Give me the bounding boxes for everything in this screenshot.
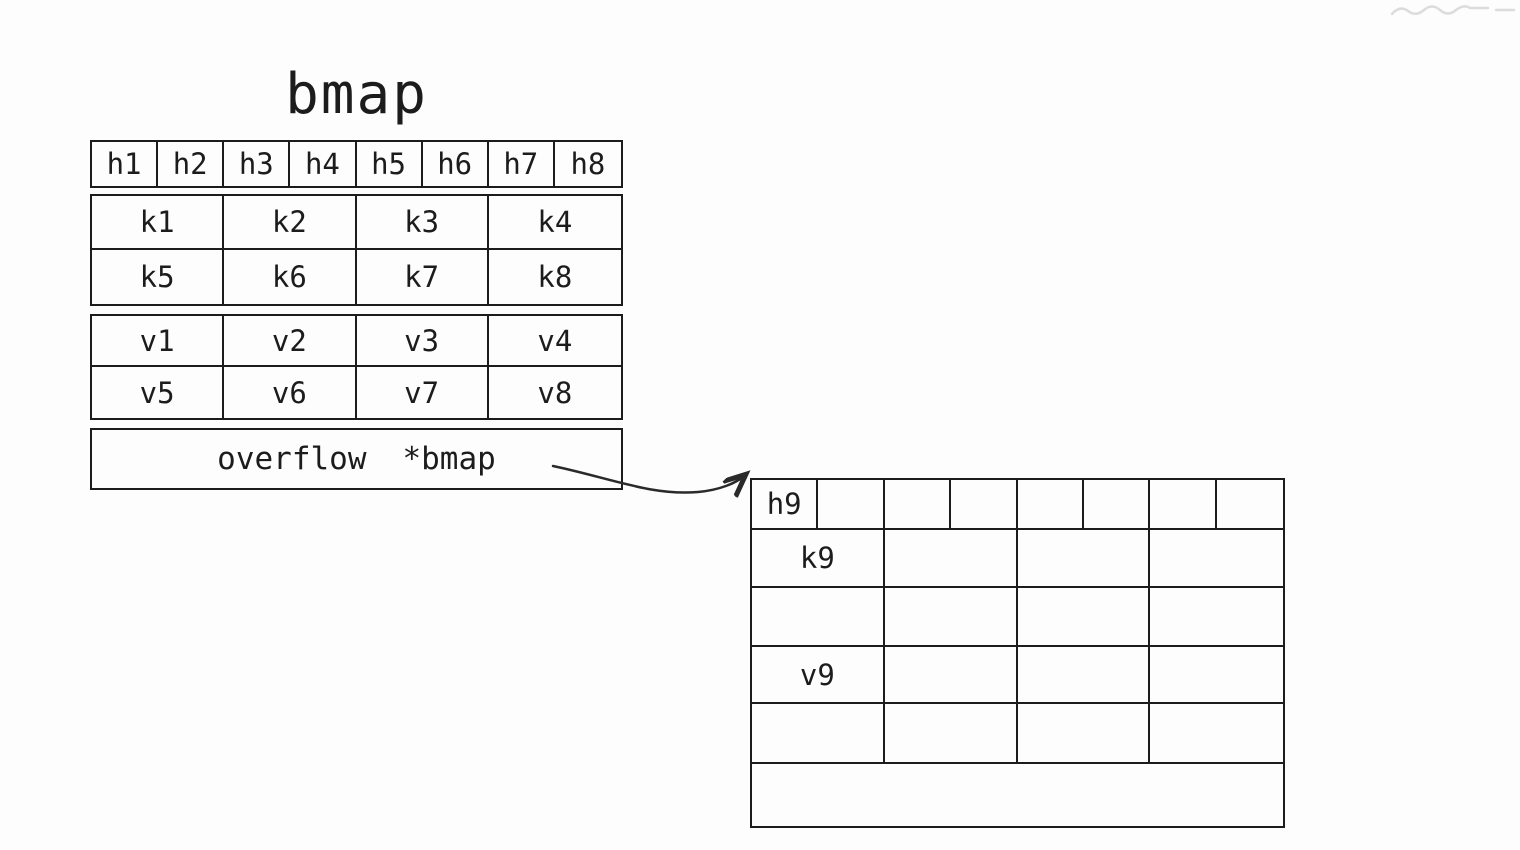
values-row: v9 bbox=[752, 647, 1283, 704]
value-cell: v9 bbox=[752, 647, 885, 702]
key-cell bbox=[885, 530, 1018, 586]
values-row: v5 v6 v7 v8 bbox=[92, 367, 621, 418]
tophash-cell bbox=[1150, 480, 1217, 528]
key-cell: k3 bbox=[357, 196, 489, 248]
value-cell: v7 bbox=[357, 367, 489, 418]
value-cell bbox=[1150, 647, 1283, 702]
tophash-cell bbox=[818, 480, 885, 528]
key-cell bbox=[1018, 530, 1151, 586]
key-cell: k2 bbox=[224, 196, 357, 248]
tophash-cell: h9 bbox=[752, 480, 819, 528]
key-cell bbox=[752, 588, 885, 645]
key-cell: k1 bbox=[92, 196, 225, 248]
keys-row: k5 k6 k7 k8 bbox=[92, 250, 621, 304]
keys-row: k9 bbox=[752, 530, 1283, 588]
value-cell: v5 bbox=[92, 367, 225, 418]
tophash-cell: h4 bbox=[290, 142, 357, 186]
watermark-scribble-icon bbox=[1390, 5, 1516, 16]
tophash-cell bbox=[1084, 480, 1151, 528]
bucket2-overflow-cell bbox=[752, 764, 1283, 825]
value-cell bbox=[752, 704, 885, 762]
tophash-cell: h6 bbox=[423, 142, 489, 186]
keys-row: k1 k2 k3 k4 bbox=[92, 196, 621, 250]
key-cell: k7 bbox=[357, 250, 489, 304]
tophash-cell: h5 bbox=[357, 142, 423, 186]
key-cell: k5 bbox=[92, 250, 225, 304]
tophash-cell bbox=[951, 480, 1018, 528]
bucket2-table: h9 k9 bbox=[750, 478, 1285, 828]
value-cell bbox=[885, 647, 1018, 702]
key-cell bbox=[1018, 588, 1151, 645]
values-row bbox=[752, 704, 1283, 764]
tophash-cell bbox=[885, 480, 952, 528]
bucket2-tophash-row: h9 bbox=[752, 480, 1283, 530]
values-row: v1 v2 v3 v4 bbox=[92, 316, 621, 367]
key-cell bbox=[1150, 588, 1283, 645]
key-cell bbox=[1150, 530, 1283, 586]
bucket1-keys-box: k1 k2 k3 k4 k5 k6 k7 k8 bbox=[90, 194, 623, 306]
bucket1-values-box: v1 v2 v3 v4 v5 v6 v7 v8 bbox=[90, 314, 623, 420]
bucket1-tophash-row: h1 h2 h3 h4 h5 h6 h7 h8 bbox=[90, 140, 623, 188]
tophash-cell: h8 bbox=[570, 147, 606, 181]
overflow-pointer-value: *bmap bbox=[402, 441, 496, 477]
value-cell: v2 bbox=[224, 316, 357, 365]
value-cell: v6 bbox=[224, 367, 357, 418]
overflow-label: overflow bbox=[217, 441, 367, 477]
tophash-cell bbox=[1018, 480, 1084, 528]
key-cell: k4 bbox=[537, 205, 573, 239]
value-cell bbox=[1018, 704, 1151, 762]
overflow-pointer-arrow bbox=[551, 464, 760, 518]
value-cell bbox=[885, 704, 1018, 762]
tophash-cell: h7 bbox=[489, 142, 555, 186]
value-cell bbox=[1150, 704, 1283, 762]
diagram-title: bmap bbox=[285, 62, 428, 127]
key-cell: k8 bbox=[537, 260, 573, 294]
value-cell: v4 bbox=[537, 323, 573, 358]
tophash-cell: h3 bbox=[224, 142, 291, 186]
key-cell bbox=[885, 588, 1018, 645]
keys-row bbox=[752, 588, 1283, 647]
bucket1-overflow-cell: overflow *bmap bbox=[90, 428, 623, 490]
key-cell: k9 bbox=[752, 530, 885, 586]
value-cell bbox=[1018, 647, 1151, 702]
value-cell: v1 bbox=[92, 316, 225, 365]
value-cell: v3 bbox=[357, 316, 489, 365]
tophash-cell: h2 bbox=[158, 142, 225, 186]
tophash-cell: h1 bbox=[92, 142, 159, 186]
value-cell: v8 bbox=[537, 375, 573, 410]
key-cell: k6 bbox=[224, 250, 357, 304]
tophash-cell bbox=[1217, 480, 1283, 528]
bucket1-table: h1 h2 h3 h4 h5 h6 h7 h8 k1 k2 k3 k4 bbox=[90, 140, 623, 490]
